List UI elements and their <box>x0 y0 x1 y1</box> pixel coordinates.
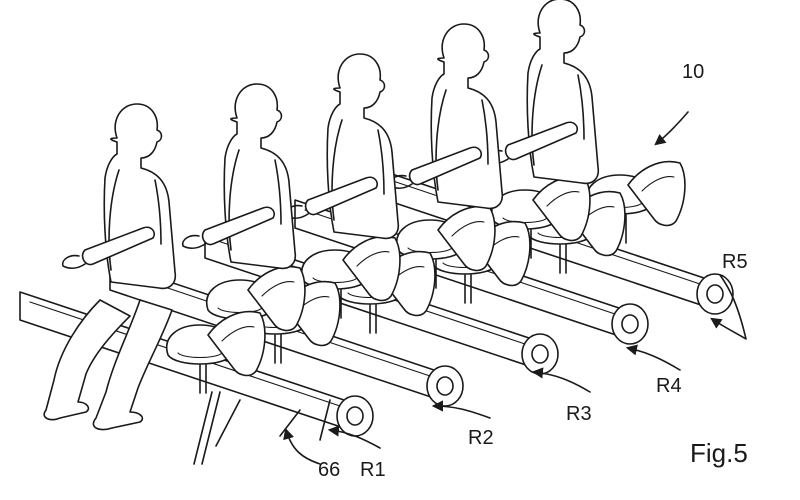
ref-arrows <box>283 111 747 465</box>
label-66: 66 <box>318 459 340 481</box>
label-r2: R2 <box>468 427 494 449</box>
support-legs <box>193 391 331 465</box>
figure-label: Fig.5 <box>690 438 748 468</box>
label-r5: R5 <box>722 251 748 273</box>
label-r3: R3 <box>566 403 592 425</box>
label-10: 10 <box>682 61 704 83</box>
label-r1: R1 <box>360 459 386 481</box>
label-r4: R4 <box>656 375 682 397</box>
passengers <box>43 0 600 431</box>
